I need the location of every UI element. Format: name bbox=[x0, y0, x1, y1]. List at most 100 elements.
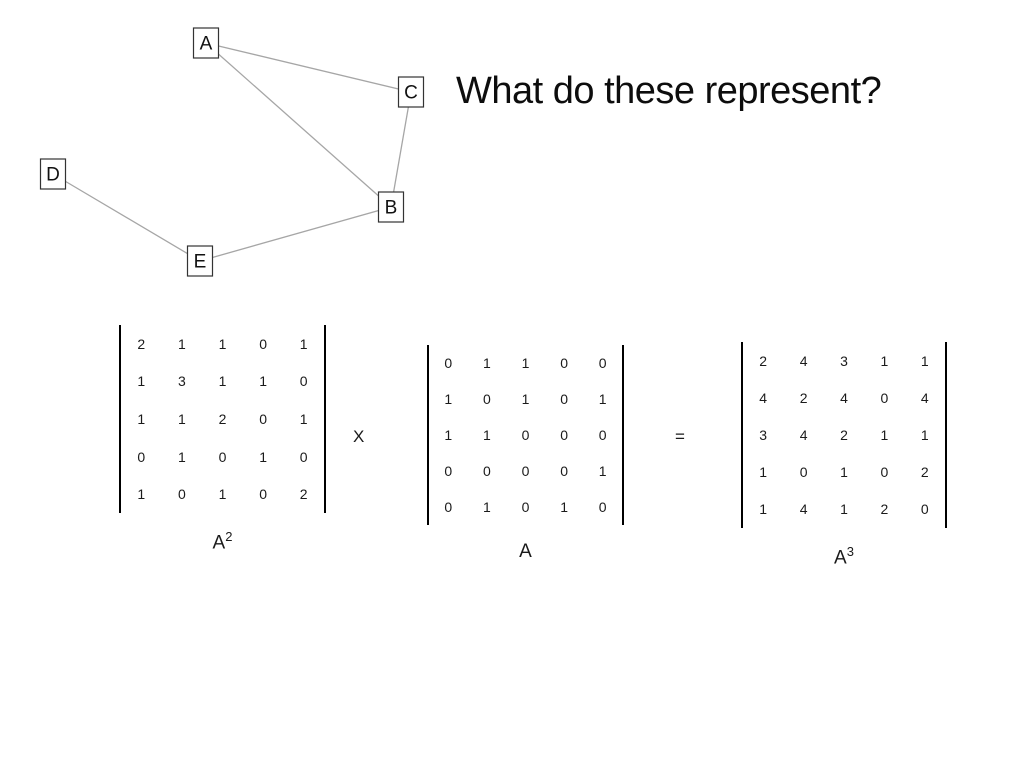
matrix-cell: 1 bbox=[137, 410, 146, 427]
graph-edge-b-c bbox=[390, 91, 412, 208]
matrix-label: A3 bbox=[834, 544, 854, 569]
graph-node-a: A bbox=[192, 27, 220, 59]
matrix-cell: 2 bbox=[880, 501, 889, 518]
matrix-cell: 0 bbox=[137, 448, 146, 465]
matrix-cell: 2 bbox=[920, 464, 929, 481]
graph-node-e: E bbox=[186, 245, 214, 277]
matrix-cell: 1 bbox=[259, 448, 267, 465]
graph-node-label: A bbox=[200, 34, 213, 55]
matrix-cell: 0 bbox=[482, 463, 491, 479]
matrix-cell: 0 bbox=[560, 355, 568, 371]
matrix-cell: 2 bbox=[218, 410, 227, 427]
graph-node-label: D bbox=[46, 165, 60, 186]
matrix-cell: 3 bbox=[177, 373, 186, 390]
matrix-cell: 1 bbox=[259, 373, 267, 390]
matrix-cell: 1 bbox=[920, 352, 929, 369]
matrix-cell: 2 bbox=[840, 426, 848, 443]
graph-node-d: D bbox=[39, 158, 67, 190]
matrix-label: A2 bbox=[212, 529, 233, 554]
matrix-cell: 1 bbox=[880, 426, 889, 443]
matrix-cell: 3 bbox=[840, 352, 848, 369]
matrix-cell: 4 bbox=[840, 389, 848, 406]
graph-edge-b-e bbox=[199, 206, 392, 262]
matrix-grid: 0 1 1 0 0 1 0 1 0 1 1 1 0 0 0 0 0 0 0 1 0 1 0 1 0 bbox=[429, 345, 622, 525]
matrix-label-exponent: 2 bbox=[225, 529, 233, 544]
matrix-cell: 2 bbox=[137, 335, 146, 352]
matrix-cell: 1 bbox=[840, 501, 848, 518]
matrix-cell: 4 bbox=[799, 501, 808, 518]
matrix-cell: 2 bbox=[799, 389, 808, 406]
matrix-cell: 1 bbox=[218, 486, 227, 503]
matrix-cell: 1 bbox=[840, 464, 848, 481]
graph-edge-d-e bbox=[52, 173, 201, 262]
matrix-cell: 1 bbox=[444, 391, 453, 407]
matrix-cell: 1 bbox=[598, 391, 607, 407]
matrix-cell: 4 bbox=[920, 389, 929, 406]
matrix-cell: 1 bbox=[560, 499, 568, 515]
matrix-cell: 1 bbox=[482, 427, 491, 443]
matrix-cell: 0 bbox=[259, 486, 267, 503]
matrix-cell: 1 bbox=[218, 373, 227, 390]
matrix-cell: 1 bbox=[759, 501, 768, 518]
matrix-cell: 0 bbox=[299, 373, 308, 390]
graph-node-label: B bbox=[385, 198, 398, 219]
graph-node-label: C bbox=[404, 83, 418, 104]
equals-operator: = bbox=[675, 427, 685, 446]
matrix-cell: 1 bbox=[177, 448, 186, 465]
matrix-cell: 1 bbox=[880, 352, 889, 369]
matrix-cell: 0 bbox=[880, 389, 889, 406]
matrix-cell: 0 bbox=[521, 427, 530, 443]
matrix-cell: 0 bbox=[560, 463, 568, 479]
matrix-cell: 3 bbox=[759, 426, 768, 443]
matrix-cell: 0 bbox=[799, 464, 808, 481]
graph-node-b: B bbox=[377, 191, 405, 223]
matrix-cell: 0 bbox=[259, 335, 267, 352]
matrix-cell: 2 bbox=[759, 352, 768, 369]
matrix-cell: 1 bbox=[759, 464, 768, 481]
matrix-cell: 0 bbox=[482, 391, 491, 407]
matrix-cell: 0 bbox=[521, 463, 530, 479]
matrix-cell: 1 bbox=[521, 355, 530, 371]
matrix-cell: 0 bbox=[598, 427, 607, 443]
matrix-cell: 4 bbox=[759, 389, 768, 406]
matrix-cell: 1 bbox=[482, 355, 491, 371]
matrix-cell: 0 bbox=[444, 355, 453, 371]
matrix-cell: 0 bbox=[598, 355, 607, 371]
matrix-cell: 1 bbox=[137, 373, 146, 390]
graph-edge-a-c bbox=[205, 42, 412, 93]
matrix-cell: 0 bbox=[218, 448, 227, 465]
matrix-cell: 1 bbox=[218, 335, 227, 352]
matrix-cell: 0 bbox=[560, 391, 568, 407]
matrix-cell: 1 bbox=[521, 391, 530, 407]
matrix-cell: 1 bbox=[920, 426, 929, 443]
matrix-cell: 1 bbox=[299, 335, 308, 352]
matrix-cell: 2 bbox=[299, 486, 308, 503]
matrix-cell: 1 bbox=[177, 410, 186, 427]
matrix-cell: 1 bbox=[177, 335, 186, 352]
matrix-cell: 1 bbox=[444, 427, 453, 443]
matrix-cell: 0 bbox=[444, 499, 453, 515]
matrix-cell: 0 bbox=[521, 499, 530, 515]
matrix-cell: 4 bbox=[799, 352, 808, 369]
matrix-cell: 0 bbox=[444, 463, 453, 479]
graph-svg: A C B D E bbox=[39, 27, 425, 277]
matrix-cell: 4 bbox=[799, 426, 808, 443]
matrix-cell: 1 bbox=[598, 463, 607, 479]
matrix-a: 0 1 1 0 0 1 0 1 0 1 1 1 0 0 0 0 0 0 0 1 0 1 0 1 0 A bbox=[427, 345, 624, 562]
graph-node-label: E bbox=[194, 252, 207, 273]
graph-edge-a-b bbox=[205, 42, 392, 208]
matrix-cell: 0 bbox=[920, 501, 929, 518]
matrix-cell: 0 bbox=[299, 448, 308, 465]
matrix-label-exponent: 3 bbox=[846, 544, 854, 559]
slide-title: What do these represent? bbox=[456, 70, 882, 112]
matrix-cell: 0 bbox=[177, 486, 186, 503]
multiply-operator: X bbox=[353, 427, 365, 446]
matrix-cell: 1 bbox=[482, 499, 491, 515]
matrix-cell: 0 bbox=[598, 499, 607, 515]
matrix-cell: 0 bbox=[560, 427, 568, 443]
matrix-label: A bbox=[519, 541, 532, 562]
graph-node-c: C bbox=[397, 76, 425, 108]
